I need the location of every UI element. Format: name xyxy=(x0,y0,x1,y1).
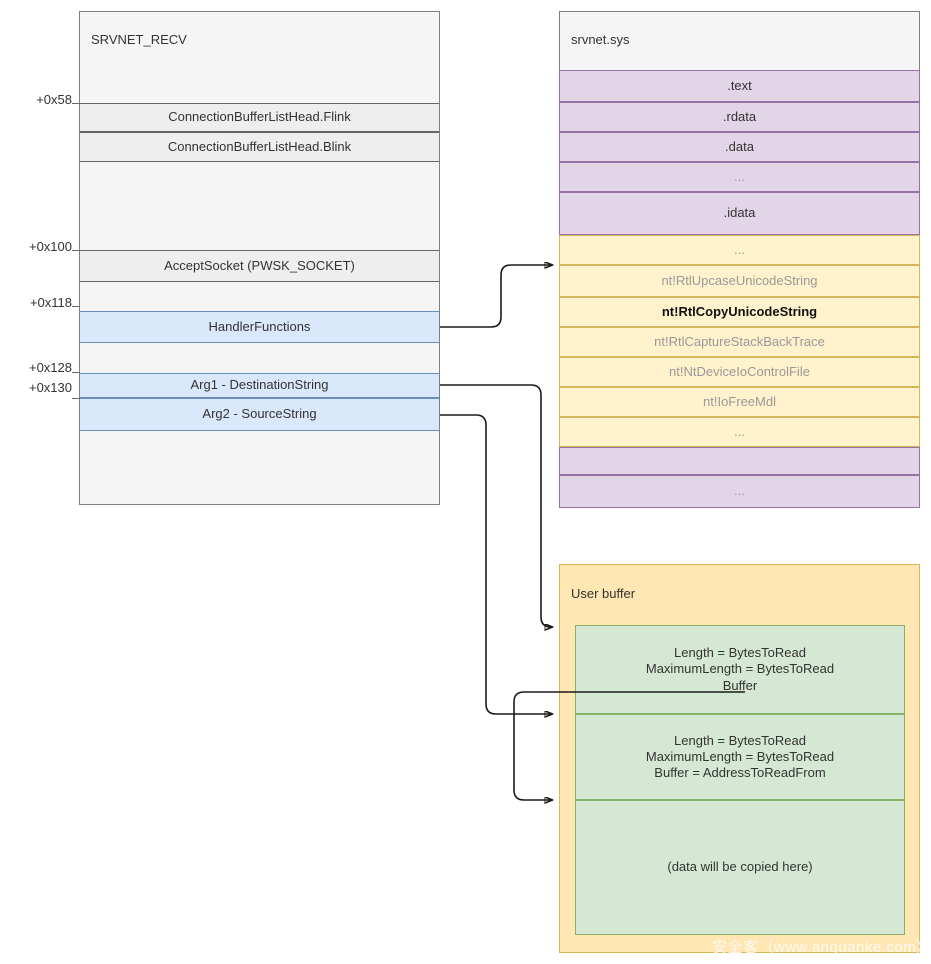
wire-handlerfunctions-to-imports xyxy=(440,265,552,328)
offset-label-0x100: +0x100 xyxy=(28,239,72,254)
srvnet-recv-title: SRVNET_RECV xyxy=(91,32,187,47)
offset-tick-0x128 xyxy=(72,372,80,373)
struct-row-arg1-destinationstring: Arg1 - DestinationString xyxy=(80,373,439,398)
module-row-ellipsis-1: ... xyxy=(559,162,920,192)
module-row-idata: .idata xyxy=(559,192,920,235)
module-row-ntdeviceiocontrolfile: nt!NtDeviceIoControlFile xyxy=(559,357,920,387)
module-row-iofreemdl: nt!IoFreeMdl xyxy=(559,387,920,417)
offset-tick-0x100 xyxy=(72,250,80,251)
offset-label-0x128: +0x128 xyxy=(28,360,72,375)
module-row-rtlcopyunicodestring: nt!RtlCopyUnicodeString xyxy=(559,297,920,327)
module-row-rdata: .rdata xyxy=(559,102,920,132)
srvnet-sys-title: srvnet.sys xyxy=(571,32,630,47)
module-row-text: .text xyxy=(559,70,920,102)
user-buffer-title: User buffer xyxy=(571,586,636,601)
struct-row-acceptsocket: AcceptSocket (PWSK_SOCKET) xyxy=(80,250,439,282)
wire-arg2-to-source-buffer xyxy=(440,414,552,714)
module-row-ellipsis-4: ... xyxy=(559,475,920,508)
buffer-row-source-string: Length = BytesToRead MaximumLength = Byt… xyxy=(575,714,905,800)
offset-tick-0x58 xyxy=(72,103,80,104)
watermark: 安全客（www.anquanke.com） xyxy=(712,939,931,956)
offset-label-0x130: +0x130 xyxy=(28,380,72,395)
wire-arg1-to-destination-buffer xyxy=(440,384,552,627)
struct-row-connectionbufferlisthead-blink: ConnectionBufferListHead.Blink xyxy=(80,132,439,162)
module-row-rtlupcaseunicodestring: nt!RtlUpcaseUnicodeString xyxy=(559,265,920,297)
struct-row-handlerfunctions: HandlerFunctions xyxy=(80,311,439,343)
offset-tick-0x118 xyxy=(72,306,80,307)
struct-row-arg2-sourcestring: Arg2 - SourceString xyxy=(80,398,439,431)
module-row-rtlcapturestackbacktrace: nt!RtlCaptureStackBackTrace xyxy=(559,327,920,357)
buffer-row-destination-string: Length = BytesToRead MaximumLength = Byt… xyxy=(575,625,905,714)
module-row-blank xyxy=(559,447,920,475)
offset-label-0x118: +0x118 xyxy=(29,295,72,310)
module-row-ellipsis-3: ... xyxy=(559,417,920,447)
module-row-ellipsis-2: ... xyxy=(559,235,920,265)
offset-tick-0x130 xyxy=(72,398,80,399)
buffer-row-copy-destination: (data will be copied here) xyxy=(575,800,905,935)
struct-row-connectionbufferlisthead-flink: ConnectionBufferListHead.Flink xyxy=(80,103,439,132)
offset-label-0x58: +0x58 xyxy=(36,92,72,107)
module-row-data: .data xyxy=(559,132,920,162)
